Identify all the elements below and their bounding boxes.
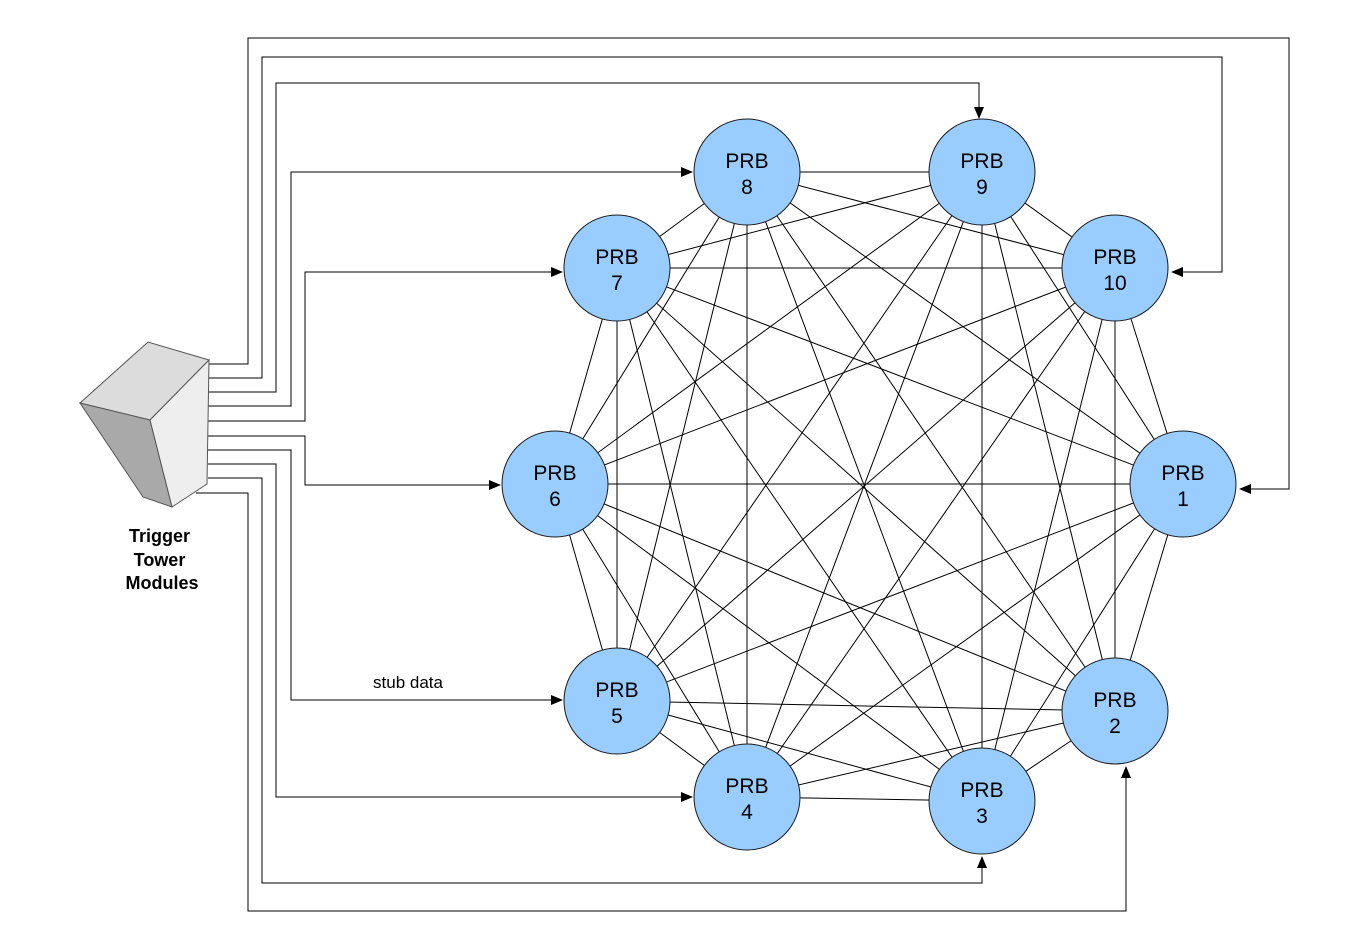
prb-node-number: 8 (741, 176, 753, 199)
prb-node-title: PRB (1093, 689, 1136, 712)
link-prb1-prb3 (981, 483, 1184, 802)
feed-arrow-prb1 (208, 37, 1290, 494)
link-prb6-prb10 (554, 267, 1116, 485)
prb-node-title: PRB (1093, 246, 1136, 269)
prb-node-circle (501, 430, 609, 538)
feed-arrow-prb9 (208, 82, 984, 393)
link-prb6-prb8 (554, 171, 748, 485)
feed-arrow-prb5 (208, 449, 563, 705)
link-prb5-prb10 (616, 267, 1116, 702)
link-prb4-prb6 (554, 483, 748, 798)
link-prb4-prb10 (746, 267, 1116, 798)
feed-arrow-prb3 (208, 477, 987, 884)
prb-node-circle (693, 118, 801, 226)
prb-node-circle (928, 747, 1036, 855)
prb-node-5: PRB 5 (563, 647, 671, 755)
prb-node-number: 3 (976, 805, 988, 828)
prb-nodes: PRB1PRB2PRB3PRB4PRB5PRB6PRB7PRB8PRB9PRB1… (501, 118, 1237, 855)
feed-arrow-prb7 (208, 267, 563, 422)
prb-node-7: PRB 7 (563, 214, 671, 322)
link-prb2-prb9 (981, 171, 1116, 712)
prb-node-number: 4 (741, 801, 753, 824)
prb-node-1: PRB 1 (1129, 430, 1237, 538)
prb-node-title: PRB (595, 679, 638, 702)
prb-node-6: PRB 6 (501, 430, 609, 538)
prb-node-circle (563, 214, 671, 322)
prb-node-title: PRB (595, 246, 638, 269)
prb-node-9: PRB 9 (928, 118, 1036, 226)
link-prb3-prb7 (616, 267, 983, 802)
link-prb1-prb9 (981, 171, 1184, 485)
stub-data-feeds (196, 37, 1290, 912)
stub-data-label: stub data (373, 673, 443, 692)
link-prb5-prb9 (616, 171, 983, 702)
feed-arrow-prb2 (196, 492, 1131, 912)
prb-node-4: PRB 4 (693, 743, 801, 851)
prb-node-number: 1 (1177, 488, 1189, 511)
prb-node-circle (1061, 657, 1169, 765)
board-mesh-links (554, 171, 1184, 802)
prb-node-title: PRB (1161, 462, 1204, 485)
link-prb1-prb4 (746, 483, 1184, 798)
link-prb2-prb6 (554, 483, 1116, 712)
link-prb7-prb9 (616, 171, 983, 269)
link-prb2-prb8 (746, 171, 1116, 712)
prb-node-circle (693, 743, 801, 851)
link-prb8-prb10 (746, 171, 1116, 269)
link-prb3-prb10 (981, 267, 1116, 802)
trigger-tower-label: Trigger Tower Modules (125, 526, 198, 593)
feed-arrow-prb6 (208, 435, 501, 490)
prb-node-number: 10 (1103, 272, 1126, 295)
link-prb3-prb6 (554, 483, 983, 802)
link-prb5-prb8 (616, 171, 748, 702)
prb-node-number: 2 (1109, 715, 1121, 738)
link-prb4-prb9 (746, 171, 983, 798)
link-prb1-prb8 (746, 171, 1184, 485)
link-prb3-prb5 (616, 700, 983, 802)
prb-node-title: PRB (533, 462, 576, 485)
prb-node-circle (928, 118, 1036, 226)
prb-node-title: PRB (725, 150, 768, 173)
link-prb1-prb5 (616, 483, 1184, 702)
prb-node-3: PRB 3 (928, 747, 1036, 855)
link-prb3-prb8 (746, 171, 983, 802)
prb-node-title: PRB (960, 779, 1003, 802)
prb-node-circle (563, 647, 671, 755)
prb-node-number: 5 (611, 705, 623, 728)
prb-node-title: PRB (725, 775, 768, 798)
prb-node-number: 6 (549, 488, 561, 511)
feed-arrow-prb8 (208, 167, 693, 407)
link-prb6-prb9 (554, 171, 983, 485)
prb-node-title: PRB (960, 150, 1003, 173)
link-prb2-prb4 (746, 710, 1116, 798)
prb-node-10: PRB 10 (1061, 214, 1169, 322)
link-prb4-prb7 (616, 267, 748, 798)
prb-node-circle (1129, 430, 1237, 538)
trigger-tower-box-icon (78, 341, 210, 508)
feed-arrow-prb10 (208, 56, 1223, 379)
prb-node-number: 7 (611, 272, 623, 295)
link-prb2-prb5 (616, 700, 1116, 712)
prb-node-number: 9 (976, 176, 988, 199)
prb-node-8: PRB 8 (693, 118, 801, 226)
prb-node-2: PRB 2 (1061, 657, 1169, 765)
link-prb1-prb7 (616, 267, 1184, 485)
prb-node-circle (1061, 214, 1169, 322)
feed-arrow-prb4 (208, 463, 693, 802)
